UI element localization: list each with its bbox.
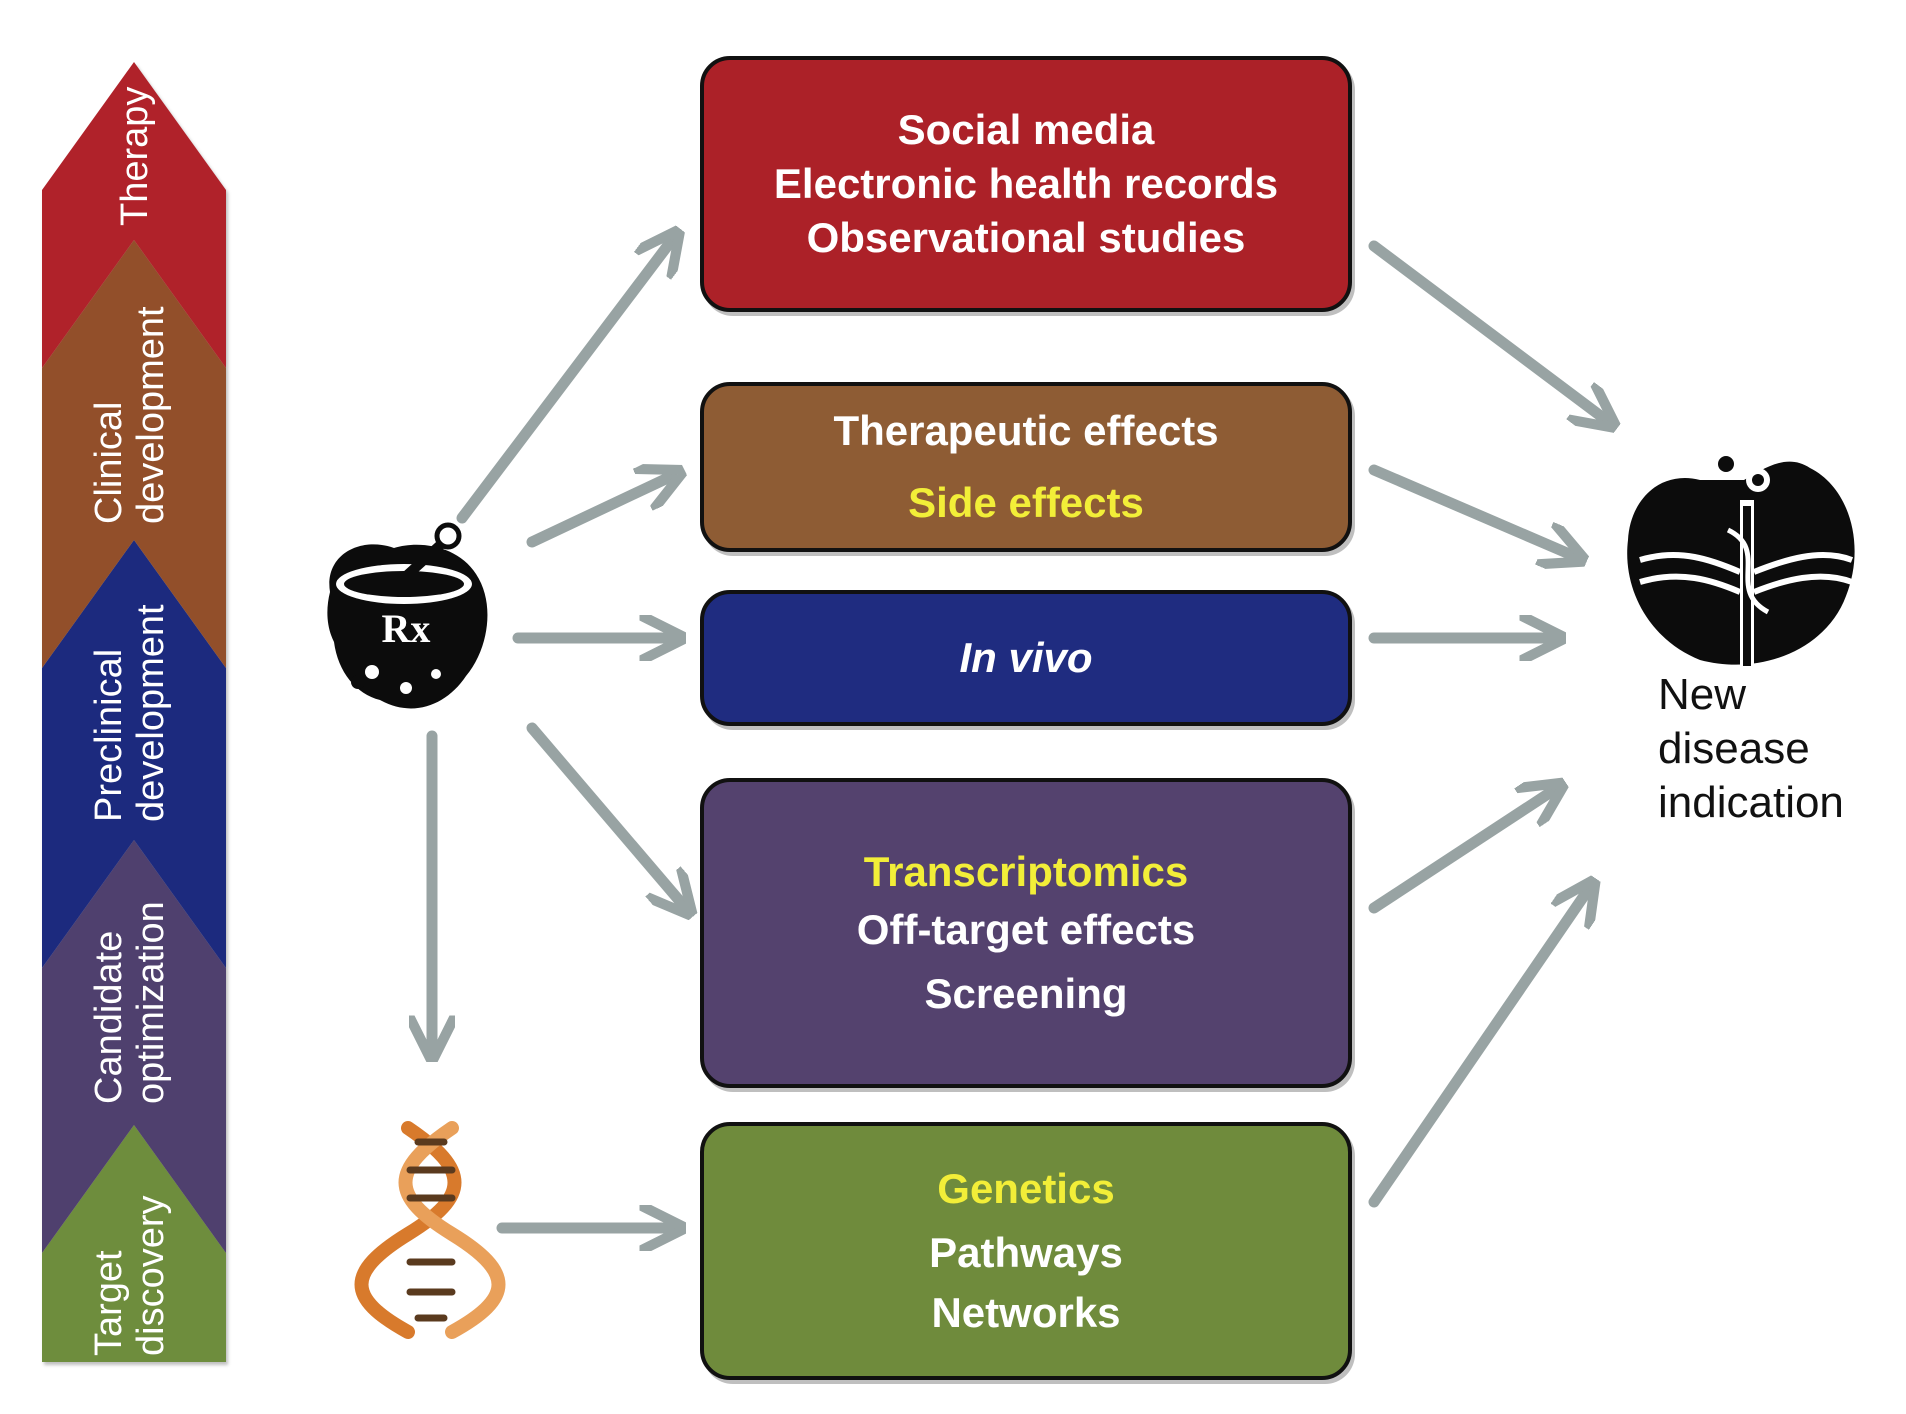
stage-label-clinical-development: Clinical development bbox=[88, 306, 172, 524]
box-genetics: Genetics Pathways Networks bbox=[700, 1122, 1352, 1380]
box-in-vivo: In vivo bbox=[700, 590, 1352, 726]
box-transcriptomics: Transcriptomics Off-target effects Scree… bbox=[700, 778, 1352, 1088]
stage-shape-therapy bbox=[42, 62, 226, 368]
arrow-effects-to-outcome bbox=[1368, 464, 1574, 556]
box-social-line-2: Electronic health records bbox=[773, 160, 1279, 207]
dna-helix-icon bbox=[354, 1121, 506, 1339]
pipeline-stages bbox=[42, 62, 226, 1362]
outcome-label: New disease indication bbox=[1658, 670, 1844, 827]
stage-label-preclinical-development: Preclinical development bbox=[88, 604, 172, 822]
box-genetics-line-3: Networks bbox=[931, 1289, 1121, 1336]
arrow-drug-to-effects bbox=[526, 476, 672, 548]
box-social-media: Social media Electronic health records O… bbox=[700, 56, 1352, 312]
stage-label-therapy: Therapy bbox=[114, 86, 156, 226]
box-genetics-line-1: Genetics bbox=[937, 1165, 1115, 1212]
mortar-pestle-rx-icon: Rx bbox=[327, 522, 488, 709]
arrow-omics-to-outcome bbox=[1368, 790, 1554, 914]
stage-shape-clinical-development bbox=[42, 240, 226, 668]
stage-label-target-discovery: Target discovery bbox=[88, 1195, 172, 1357]
box-effects-line-1: Therapeutic effects bbox=[833, 407, 1219, 454]
box-genetics-line-2: Pathways bbox=[929, 1229, 1123, 1276]
box-social-line-1: Social media bbox=[897, 106, 1155, 153]
box-omics-line-2: Off-target effects bbox=[856, 906, 1196, 953]
box-effects-line-2: Side effects bbox=[908, 479, 1144, 526]
stage-shape-candidate-optimization bbox=[42, 840, 226, 1253]
flow-arrows bbox=[432, 240, 1606, 1228]
rx-symbol: Rx bbox=[382, 606, 431, 651]
arrow-genetics-to-outcome bbox=[1368, 890, 1588, 1208]
box-omics-line-3: Screening bbox=[924, 970, 1128, 1017]
caduceus-icon bbox=[1627, 456, 1855, 668]
box-effects: Therapeutic effects Side effects bbox=[700, 382, 1352, 552]
box-omics-line-1: Transcriptomics bbox=[863, 848, 1189, 895]
stage-shape-target-discovery bbox=[42, 1125, 226, 1362]
stage-shape-preclinical-development bbox=[42, 540, 226, 968]
arrow-drug-to-social bbox=[456, 240, 672, 524]
box-social-line-3: Observational studies bbox=[806, 214, 1246, 261]
box-invivo-line-1: In vivo bbox=[959, 634, 1093, 681]
stage-label-candidate-optimization: Candidate optimization bbox=[88, 901, 172, 1104]
arrow-social-to-outcome bbox=[1368, 240, 1606, 420]
arrow-drug-to-omics bbox=[526, 722, 684, 906]
